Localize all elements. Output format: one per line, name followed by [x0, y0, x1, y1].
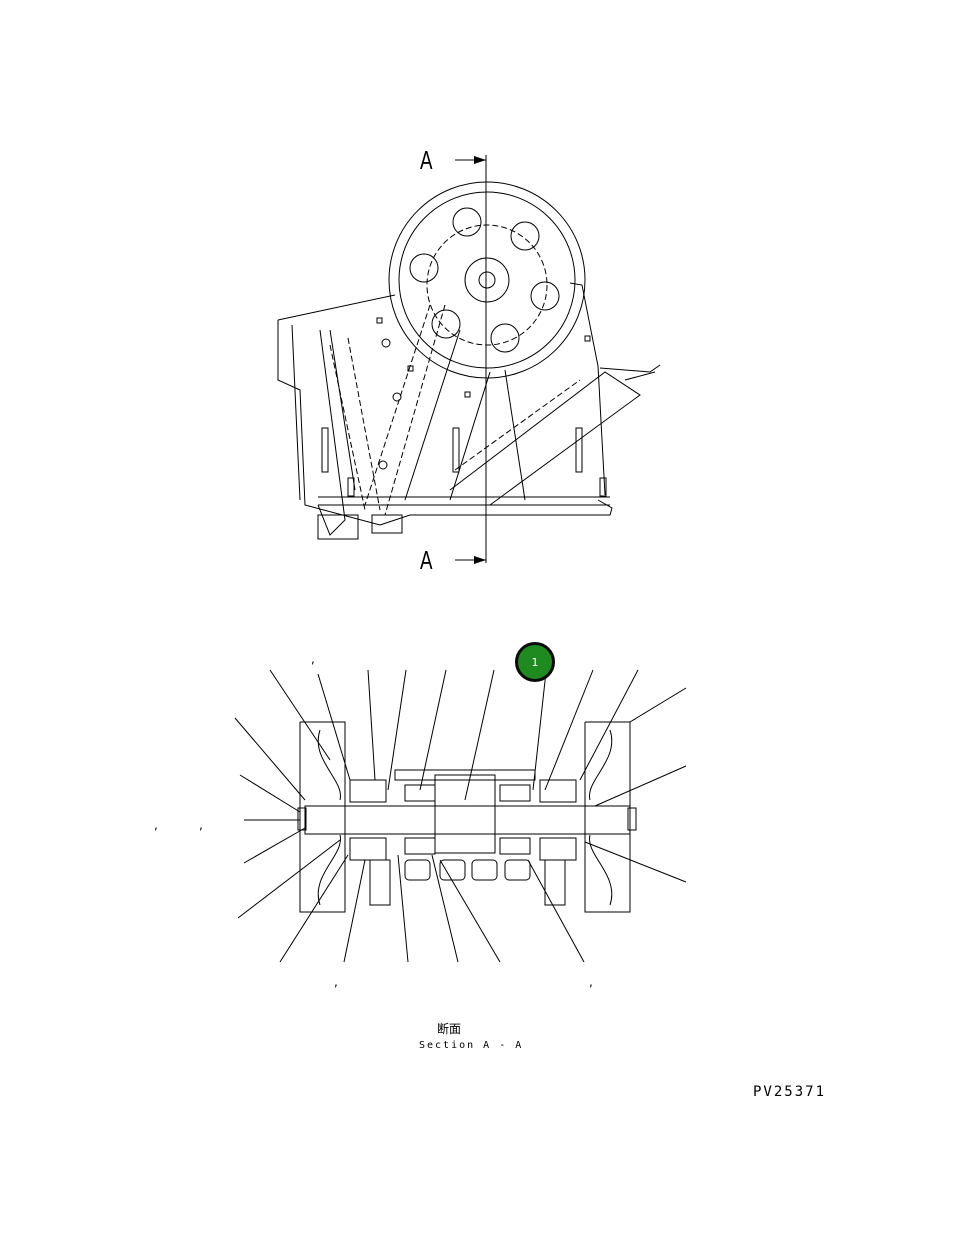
callout-1[interactable]: 1 — [515, 642, 555, 682]
callout-1-label: 1 — [531, 655, 539, 669]
drawing-number: PV25371 — [753, 1084, 827, 1100]
section-marker-top: A — [420, 145, 433, 175]
section-title-en: Section A - A — [419, 1040, 524, 1051]
stray-mark-4: , — [334, 975, 338, 989]
stray-mark-1: , — [311, 652, 315, 666]
section-arrowhead-top — [474, 156, 486, 164]
leader-lines — [234, 669, 687, 963]
hub — [464, 257, 510, 303]
eccentric-dashed — [426, 224, 548, 346]
flywheel-rim — [398, 191, 576, 369]
shaft-end — [478, 271, 496, 289]
right-pulley — [584, 721, 631, 913]
bearing-right-bottom — [539, 837, 577, 861]
section-arrowhead-bottom — [474, 556, 486, 564]
frame-outline — [277, 320, 613, 526]
section-view — [234, 669, 687, 963]
side-elevation-view — [277, 155, 661, 564]
section-title-jp: 断面 — [437, 1022, 462, 1036]
flywheel-outer — [388, 181, 586, 379]
bearing-right-top — [539, 779, 577, 803]
eccentric-center — [434, 774, 496, 854]
left-pulley — [299, 721, 346, 913]
stray-mark-2: , — [154, 818, 158, 832]
eccentric-shaft — [304, 805, 631, 835]
stray-mark-5: , — [589, 975, 593, 989]
bearing-left-top — [349, 779, 387, 803]
bearing-left-bottom — [349, 837, 387, 861]
section-marker-bottom: A — [420, 545, 433, 575]
stray-mark-3: , — [199, 818, 203, 832]
